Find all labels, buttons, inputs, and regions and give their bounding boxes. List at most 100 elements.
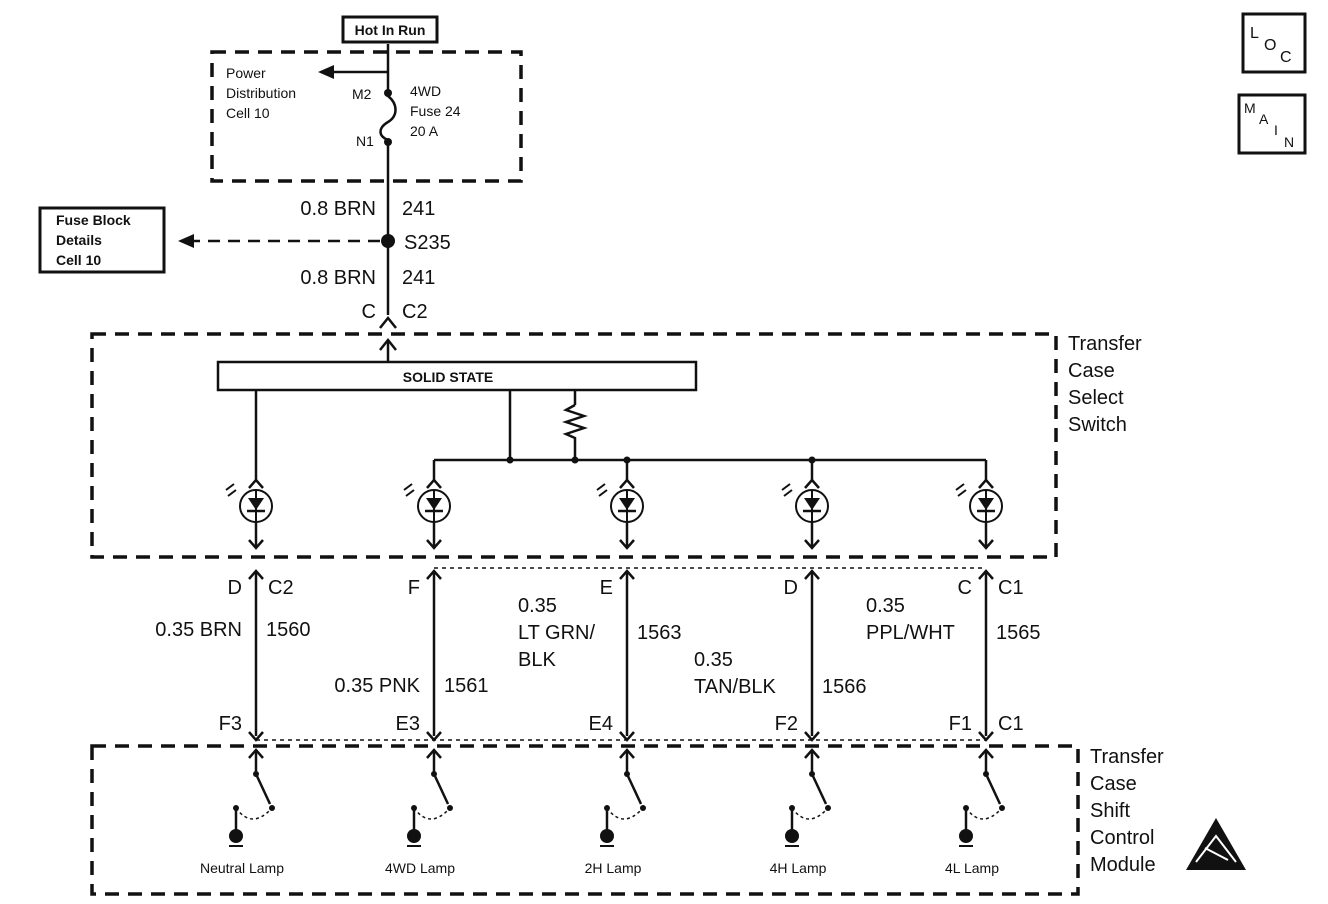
feed-wire-circuit-bottom: 241 [402,267,435,289]
switch-pin-chevron-4h [804,539,820,550]
ground-4wd-icon [407,829,421,843]
module-title-line2: Case [1090,773,1137,795]
wire-color-neutral-0: 0.35 BRN [155,619,242,641]
module-title-line5: Module [1090,854,1156,876]
fuse-name-line1: 4WD [410,83,441,99]
circuit-2h: 1563 [637,622,682,644]
ground-2h-icon [600,829,614,843]
fuse-block-details-box: Fuse Block Details Cell 10 [38,206,166,274]
wire-color-4h-0: 0.35 [694,649,733,671]
channel-4wd [403,478,453,847]
wire-color-2h-2: BLK [518,649,556,671]
main-icon[interactable]: M A I N [1237,93,1307,155]
loc-letter-o: O [1264,37,1276,54]
loc-icon[interactable]: L O C [1241,12,1307,74]
led-ray-b-4l [955,483,965,491]
led-ray-a-4l [957,489,967,497]
lamp-label-neutral: Neutral Lamp [200,860,284,876]
switch-pin-chevron-2h [619,539,635,550]
led-connector-4wd [426,478,442,489]
switch-title-line2: Case [1068,360,1115,382]
led-ray-a-2h [598,489,608,497]
power-dist-line3: Cell 10 [226,105,270,121]
esd-warning-icon [1186,818,1246,870]
ground-4h-icon [785,829,799,843]
wire-color-4wd-0: 0.35 PNK [334,675,420,697]
hot-in-run-text: Hot In Run [355,22,426,38]
switch-pin-chevron-4l [978,539,994,550]
feed-wire-color-bottom: 0.8 BRN [300,267,376,289]
led-connector-4l [978,478,994,489]
shift-control-module-box [90,744,1080,896]
top-connector-neutral: C2 [268,577,294,599]
switch-link-4wd [413,807,451,820]
main-letter-a: A [1259,111,1269,127]
module-title-line1: Transfer [1090,746,1164,768]
bus-node-2 [571,456,579,464]
fuse-24-symbol [379,95,397,142]
switch-blade-4h [810,773,828,805]
switch-pin-c: C [362,301,376,323]
solid-state-block [216,360,698,392]
harness-chevron-bot-4l [978,731,994,742]
channel-4h [781,478,831,847]
top-pin-4wd: F [408,577,420,599]
fuse-block-line1: Fuse Block [56,212,131,228]
top-pin-4l: C [958,577,972,599]
fuse-terminal-n1 [384,138,392,146]
fuse-rating: 20 A [410,123,439,139]
solid-state-label: SOLID STATE [403,369,493,385]
pin-m2-label: M2 [352,86,372,102]
switch-title-line4: Switch [1068,414,1127,436]
switch-link-2h [606,807,644,820]
fuse-block-line3: Cell 10 [56,252,101,268]
led-ray-b-4h [781,483,791,491]
switch-blade-4l [984,773,1002,805]
top-connector-4l: C1 [998,577,1024,599]
ground-neutral-icon [229,829,243,843]
splice-s235-label: S235 [404,232,451,254]
fuse-name-line2: Fuse 24 [410,103,461,119]
fuse-block-line2: Details [56,232,102,248]
harness-chevron-bot-4wd [426,731,442,742]
harness-chevron-bot-4h [804,731,820,742]
main-letter-n: N [1284,134,1294,150]
circuit-4l: 1565 [996,622,1041,644]
bottom-pin-4l: F1 [949,713,972,735]
switch-link-4h [791,807,829,820]
main-letter-m: M [1244,100,1256,116]
harness-chevron-bot-neutral [248,731,264,742]
switch-link-neutral [235,807,273,820]
main-letter-i: I [1274,122,1278,138]
wire-color-4l-0: 0.35 [866,595,905,617]
bus-node-1 [506,456,514,464]
ground-4l-icon [959,829,973,843]
led-ray-b-2h [596,483,606,491]
wire-color-2h-1: LT GRN/ [518,622,595,644]
lamp-label-2h: 2H Lamp [585,860,642,876]
module-title-line3: Shift [1090,800,1130,822]
switch-blade-neutral [254,773,272,805]
switch-title-line1: Transfer [1068,333,1142,355]
circuit-4wd: 1561 [444,675,489,697]
switch-link-4l [965,807,1003,820]
loc-letter-c: C [1280,49,1292,66]
led-connector-2h [619,478,635,489]
bottom-pin-4wd: E3 [396,713,420,735]
switch-pin-chevron-4wd [426,539,442,550]
lamp-label-4l: 4L Lamp [945,860,999,876]
power-dist-line1: Power [226,65,266,81]
harness-chevron-bot-2h [619,731,635,742]
circuit-4h: 1566 [822,676,867,698]
top-pin-4h: D [784,577,798,599]
select-switch-box [90,332,1058,559]
power-distribution-box [210,50,523,183]
top-pin-neutral: D [228,577,242,599]
top-pin-2h: E [600,577,613,599]
led-ray-a-neutral [227,489,237,497]
switch-pin-chevron-neutral [248,539,264,550]
switch-blade-4wd [432,773,450,805]
led-ray-b-4wd [403,483,413,491]
